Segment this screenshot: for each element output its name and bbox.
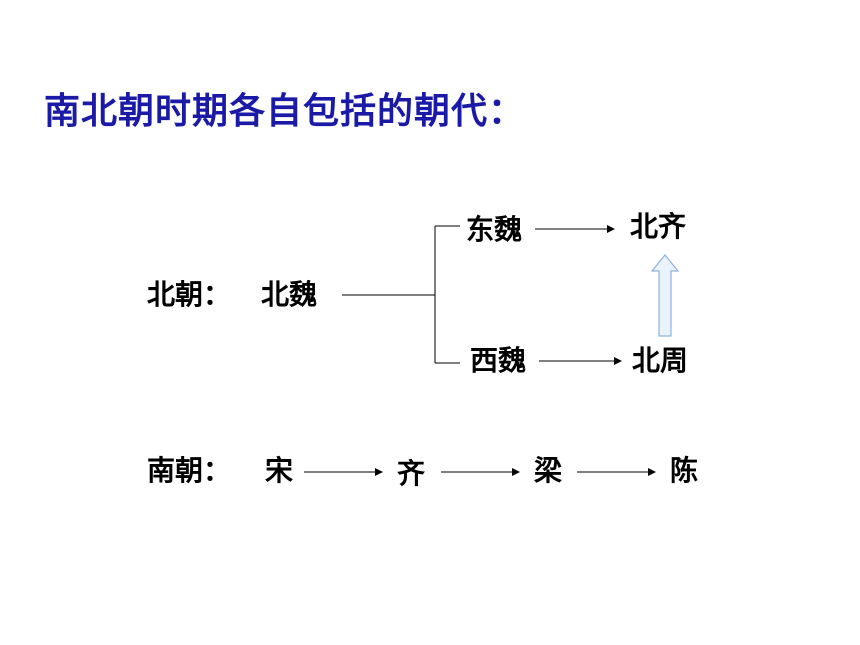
node-qi: 齐 [397, 457, 426, 490]
south-label: 南朝： [147, 454, 232, 487]
node-beiqi: 北齐 [630, 210, 687, 243]
node-chen: 陈 [670, 454, 699, 487]
page-title: 南北朝时期各自包括的朝代： [44, 91, 526, 132]
node-xiwei: 西魏 [470, 344, 527, 377]
up-arrow-beizhou-to-beiqi [650, 254, 680, 337]
node-dongwei: 东魏 [466, 213, 523, 246]
north-label: 北朝： [147, 278, 232, 311]
node-beiwei: 北魏 [261, 278, 318, 311]
node-liang: 梁 [534, 454, 563, 487]
node-song: 宋 [265, 454, 294, 487]
node-beizhou: 北周 [632, 344, 689, 377]
